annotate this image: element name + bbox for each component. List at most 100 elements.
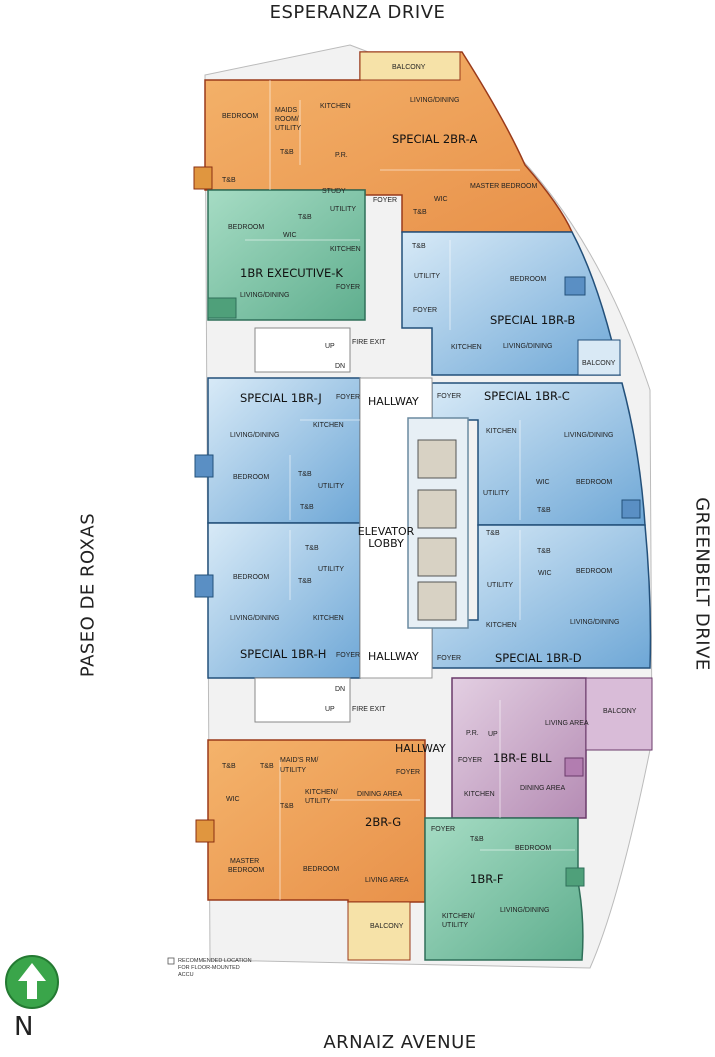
room-bedroom-f: BEDROOM xyxy=(515,845,552,852)
room-utility-c: UTILITY xyxy=(483,490,510,497)
room-kitchen-util-f1: KITCHEN/ xyxy=(442,913,475,920)
elevator-1 xyxy=(417,439,457,479)
room-living-k: LIVING/DINING xyxy=(240,292,290,299)
street-north: ESPERANZA DRIVE xyxy=(269,2,446,23)
ac-ledge-e xyxy=(564,757,584,777)
room-tb-g2: T&B xyxy=(260,763,274,770)
unit-special-1br-d xyxy=(431,524,652,669)
room-foyer-e: FOYER xyxy=(458,757,483,764)
room-maids-g: MAID'S RM/ xyxy=(280,757,319,764)
stair-north xyxy=(254,327,351,373)
stair-up-label-1: UP xyxy=(325,343,335,350)
hallway-label-3: HALLWAY xyxy=(395,742,446,755)
street-west: PASEO DE ROXAS xyxy=(77,512,99,678)
room-foyer-b: FOYER xyxy=(413,307,438,314)
room-tb-g3: T&B xyxy=(280,803,294,810)
room-dining-e: DINING AREA xyxy=(520,785,566,792)
balcony-e xyxy=(585,677,653,751)
room-tb-j1: T&B xyxy=(298,471,312,478)
unit-label-special-1br-c: SPECIAL 1BR-C xyxy=(484,389,570,403)
room-dining-g: DINING AREA xyxy=(357,791,403,798)
room-pr-a: P.R. xyxy=(335,152,348,159)
stair-up-label-2: UP xyxy=(325,706,335,713)
room-utility-j: UTILITY xyxy=(318,483,345,490)
room-living-a: LIVING/DINING xyxy=(410,97,460,104)
room-tb-c: T&B xyxy=(537,507,551,514)
legend-line-1: RECOMMENDED LOCATION xyxy=(178,958,252,964)
room-tb-f: T&B xyxy=(470,836,484,843)
elevator-2 xyxy=(417,489,457,529)
balcony-b xyxy=(577,339,621,376)
room-balcony-b: BALCONY xyxy=(582,360,616,367)
room-living-d: LIVING/DINING xyxy=(570,619,620,626)
room-kitchen-util-g2: UTILITY xyxy=(305,798,332,805)
room-living-b: LIVING/DINING xyxy=(503,343,553,350)
room-kitchen-a: KITCHEN xyxy=(320,103,351,110)
room-foyer-h: FOYER xyxy=(336,652,361,659)
ac-ledge-j xyxy=(194,454,214,478)
room-bedroom-c: BEDROOM xyxy=(576,479,613,486)
room-tb-h1: T&B xyxy=(305,545,319,552)
room-kitchen-d: KITCHEN xyxy=(486,622,517,629)
room-foyer-d: FOYER xyxy=(437,655,462,662)
ac-ledge-k xyxy=(207,297,237,319)
room-kitchen-b: KITCHEN xyxy=(451,344,482,351)
room-master-g1: MASTER xyxy=(230,858,260,865)
elevator-lobby-label: ELEVATOR LOBBY xyxy=(356,525,416,551)
stair-dn-label-2: DN xyxy=(335,686,346,693)
room-utility-g: UTILITY xyxy=(280,767,307,774)
stair-south xyxy=(254,677,351,723)
room-living-j: LIVING/DINING xyxy=(230,432,280,439)
unit-label-special-2br-a: SPECIAL 2BR-A xyxy=(392,132,478,146)
room-utility-k: UTILITY xyxy=(330,206,357,213)
room-bedroom-j: BEDROOM xyxy=(233,474,270,481)
legend: RECOMMENDED LOCATION FOR FLOOR-MOUNTED A… xyxy=(178,958,268,979)
street-south: ARNAIZ AVENUE xyxy=(323,1032,477,1053)
room-bedroom-h: BEDROOM xyxy=(233,574,270,581)
room-tb-a2: T&B xyxy=(222,177,236,184)
stair-dn-label-1: DN xyxy=(335,363,346,370)
room-utility-d: UTILITY xyxy=(487,582,514,589)
room-foyer-c: FOYER xyxy=(437,393,462,400)
room-wic-a: WIC xyxy=(434,196,448,203)
unit-1br-e-bll xyxy=(451,677,587,819)
unit-1br-f xyxy=(424,817,584,961)
room-kitchen-e: KITCHEN xyxy=(464,791,495,798)
room-wic-k: WIC xyxy=(283,232,297,239)
legend-marker xyxy=(167,957,175,965)
room-balcony-g: BALCONY xyxy=(370,923,404,930)
ac-ledge-c xyxy=(621,499,641,519)
room-bedroom-g: BEDROOM xyxy=(303,866,340,873)
room-kitchen-util-g1: KITCHEN/ xyxy=(305,789,338,796)
room-master-g2: BEDROOM xyxy=(228,867,265,874)
room-kitchen-c: KITCHEN xyxy=(486,428,517,435)
room-utility-b: UTILITY xyxy=(414,273,441,280)
room-living-c: LIVING/DINING xyxy=(564,432,614,439)
room-foyer-j: FOYER xyxy=(336,394,361,401)
room-utility-a: UTILITY xyxy=(275,125,302,132)
ac-ledge-g xyxy=(195,819,215,843)
room-kitchen-j: KITCHEN xyxy=(313,422,344,429)
ac-ledge-b xyxy=(564,276,586,296)
room-bedroom-a: BEDROOM xyxy=(222,113,259,120)
room-living-area-e: LIVING AREA xyxy=(545,720,589,727)
room-living-h: LIVING/DINING xyxy=(230,615,280,622)
street-east: GREENBELT DRIVE xyxy=(691,497,713,671)
room-utility-h: UTILITY xyxy=(318,566,345,573)
elevator-lobby-line-2: LOBBY xyxy=(368,537,404,551)
ac-ledge-a xyxy=(193,166,213,190)
room-bedroom-d: BEDROOM xyxy=(576,568,613,575)
unit-label-1br-e-bll: 1BR-E BLL xyxy=(493,751,552,765)
unit-special-1br-b xyxy=(401,231,621,376)
unit-label-1br-executive-k: 1BR EXECUTIVE-K xyxy=(240,266,343,280)
room-study-a: STUDY xyxy=(322,188,346,195)
north-arrow-icon xyxy=(5,955,59,1009)
ac-ledge-h xyxy=(194,574,214,598)
room-master-a: MASTER BEDROOM xyxy=(470,183,538,190)
hallway-label-1: HALLWAY xyxy=(368,395,419,408)
room-living-f: LIVING/DINING xyxy=(500,907,550,914)
room-kitchen-k: KITCHEN xyxy=(330,246,361,253)
room-tb-g1: T&B xyxy=(222,763,236,770)
unit-1br-executive-k xyxy=(207,189,366,321)
room-wic-d: WIC xyxy=(538,570,552,577)
